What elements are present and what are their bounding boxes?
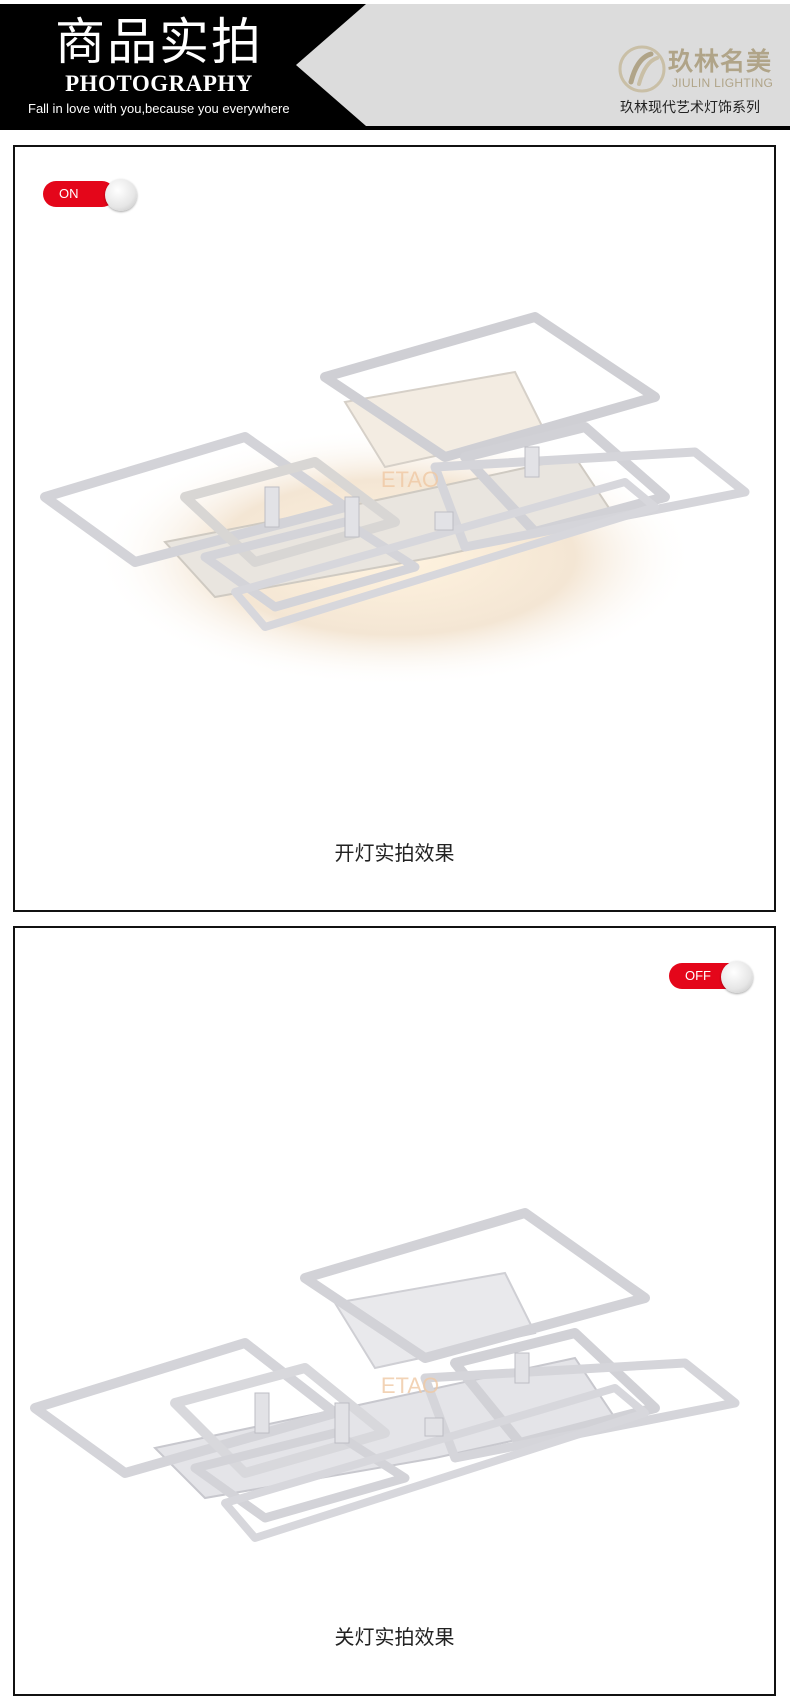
watermark-text: ETAO — [381, 1373, 439, 1398]
page-title-en: PHOTOGRAPHY — [65, 71, 253, 96]
toggle-track — [43, 181, 115, 207]
toggle-label: OFF — [685, 968, 711, 983]
brand-name-en: JIULIN LIGHTING — [672, 76, 774, 90]
toggle-label: ON — [59, 186, 79, 201]
toggle-knob — [721, 961, 753, 993]
photo-panel-light-on: ON ETAO — [13, 145, 776, 912]
panel-caption: 开灯实拍效果 — [334, 841, 455, 865]
header-slogan: Fall in love with you,because you everyw… — [28, 101, 290, 116]
photo-panel-light-off: OFF ETAO 关灯实拍效果 — [13, 926, 776, 1696]
header-divider — [0, 126, 790, 130]
light-off-toggle[interactable]: OFF — [669, 961, 759, 993]
brand-logo-icon — [618, 45, 666, 93]
panel-caption: 关灯实拍效果 — [334, 1625, 455, 1649]
brand-series-text: 玖林现代艺术灯饰系列 — [620, 100, 760, 116]
brand-name-cn: 玖林名美 — [668, 47, 773, 76]
header-gray-block — [296, 4, 790, 126]
light-on-toggle[interactable]: ON — [43, 179, 137, 211]
page-title-cn: 商品实拍 — [55, 13, 263, 71]
toggle-knob — [105, 179, 137, 211]
lamp-photo-on: ETAO — [40, 312, 750, 687]
watermark-text: ETAO — [381, 467, 439, 492]
lamp-photo-off: ETAO — [30, 1208, 740, 1542]
header-banner: 商品实拍 PHOTOGRAPHY Fall in love with you,b… — [0, 0, 790, 130]
